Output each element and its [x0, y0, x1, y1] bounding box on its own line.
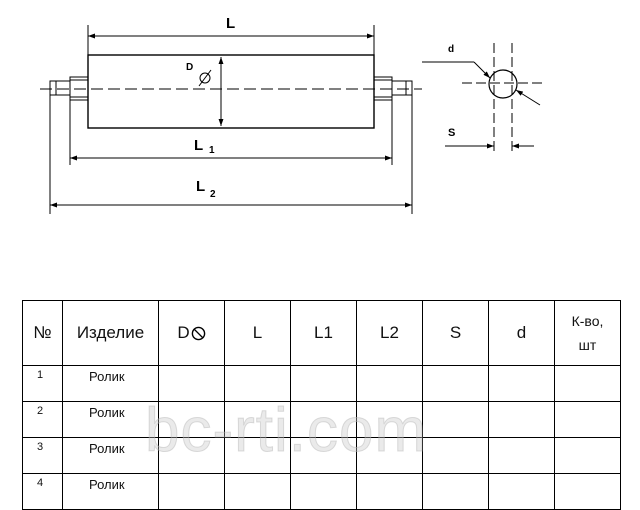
- cell-qty[interactable]: [554, 365, 621, 402]
- cell-L2[interactable]: [356, 473, 423, 510]
- row-number: 3: [22, 437, 63, 474]
- row-item: Ролик: [62, 365, 159, 402]
- table-row: 4 Ролик: [22, 473, 621, 510]
- header-L: L: [224, 300, 291, 366]
- right-shaft-end: [391, 80, 413, 96]
- row-item: Ролик: [62, 401, 159, 438]
- cell-L[interactable]: [224, 401, 291, 438]
- label-d: d: [448, 44, 454, 55]
- spec-table: № Изделие D L L1 L2 S d К-во, шт 1 Ролик: [22, 300, 621, 510]
- row-number: 2: [22, 401, 63, 438]
- header-qty-line2: шт: [578, 337, 597, 353]
- left-shaft-end: [49, 80, 71, 96]
- cell-L1[interactable]: [290, 473, 357, 510]
- diameter-icon: [191, 326, 205, 341]
- header-L1: L1: [290, 300, 357, 366]
- cell-D[interactable]: [158, 473, 225, 510]
- cell-S[interactable]: [422, 437, 489, 474]
- cell-L1[interactable]: [290, 365, 357, 402]
- row-number: 4: [22, 473, 63, 510]
- shaft-section: [488, 69, 518, 99]
- cell-d[interactable]: [488, 401, 555, 438]
- cell-L[interactable]: [224, 473, 291, 510]
- label-S: S: [448, 127, 455, 139]
- cell-D[interactable]: [158, 437, 225, 474]
- cell-D[interactable]: [158, 401, 225, 438]
- cell-d[interactable]: [488, 437, 555, 474]
- cell-S[interactable]: [422, 365, 489, 402]
- label-L1: L: [194, 137, 203, 154]
- table-header-row: № Изделие D L L1 L2 S d К-во, шт: [22, 300, 621, 366]
- cell-qty[interactable]: [554, 473, 621, 510]
- header-d: d: [488, 300, 555, 366]
- cell-S[interactable]: [422, 401, 489, 438]
- label-D: D: [186, 62, 193, 73]
- header-qty-line1: К-во,: [571, 313, 604, 329]
- cell-qty[interactable]: [554, 437, 621, 474]
- cell-L2[interactable]: [356, 437, 423, 474]
- header-qty: К-во, шт: [554, 300, 621, 366]
- cell-qty[interactable]: [554, 401, 621, 438]
- cell-L[interactable]: [224, 437, 291, 474]
- cell-d[interactable]: [488, 473, 555, 510]
- row-number: 1: [22, 365, 63, 402]
- roller-body: [87, 54, 375, 129]
- cell-L2[interactable]: [356, 401, 423, 438]
- label-L2-sub: 2: [210, 189, 216, 200]
- table-row: 2 Ролик: [22, 401, 621, 438]
- label-L: L: [226, 15, 235, 32]
- cell-L1[interactable]: [290, 401, 357, 438]
- roller-drawing: L D L 1 L 2 d S: [40, 15, 545, 214]
- header-item: Изделие: [62, 300, 159, 366]
- header-D: D: [158, 300, 225, 366]
- label-L1-sub: 1: [209, 145, 215, 156]
- cell-S[interactable]: [422, 473, 489, 510]
- header-D-label: D: [177, 323, 190, 342]
- cell-d[interactable]: [488, 365, 555, 402]
- table-row: 1 Ролик: [22, 365, 621, 402]
- row-item: Ролик: [62, 437, 159, 474]
- header-S: S: [422, 300, 489, 366]
- header-L2: L2: [356, 300, 423, 366]
- label-L2: L: [196, 178, 205, 195]
- cell-L2[interactable]: [356, 365, 423, 402]
- table-row: 3 Ролик: [22, 437, 621, 474]
- header-no: №: [22, 300, 63, 366]
- cell-D[interactable]: [158, 365, 225, 402]
- cell-L1[interactable]: [290, 437, 357, 474]
- cell-L[interactable]: [224, 365, 291, 402]
- row-item: Ролик: [62, 473, 159, 510]
